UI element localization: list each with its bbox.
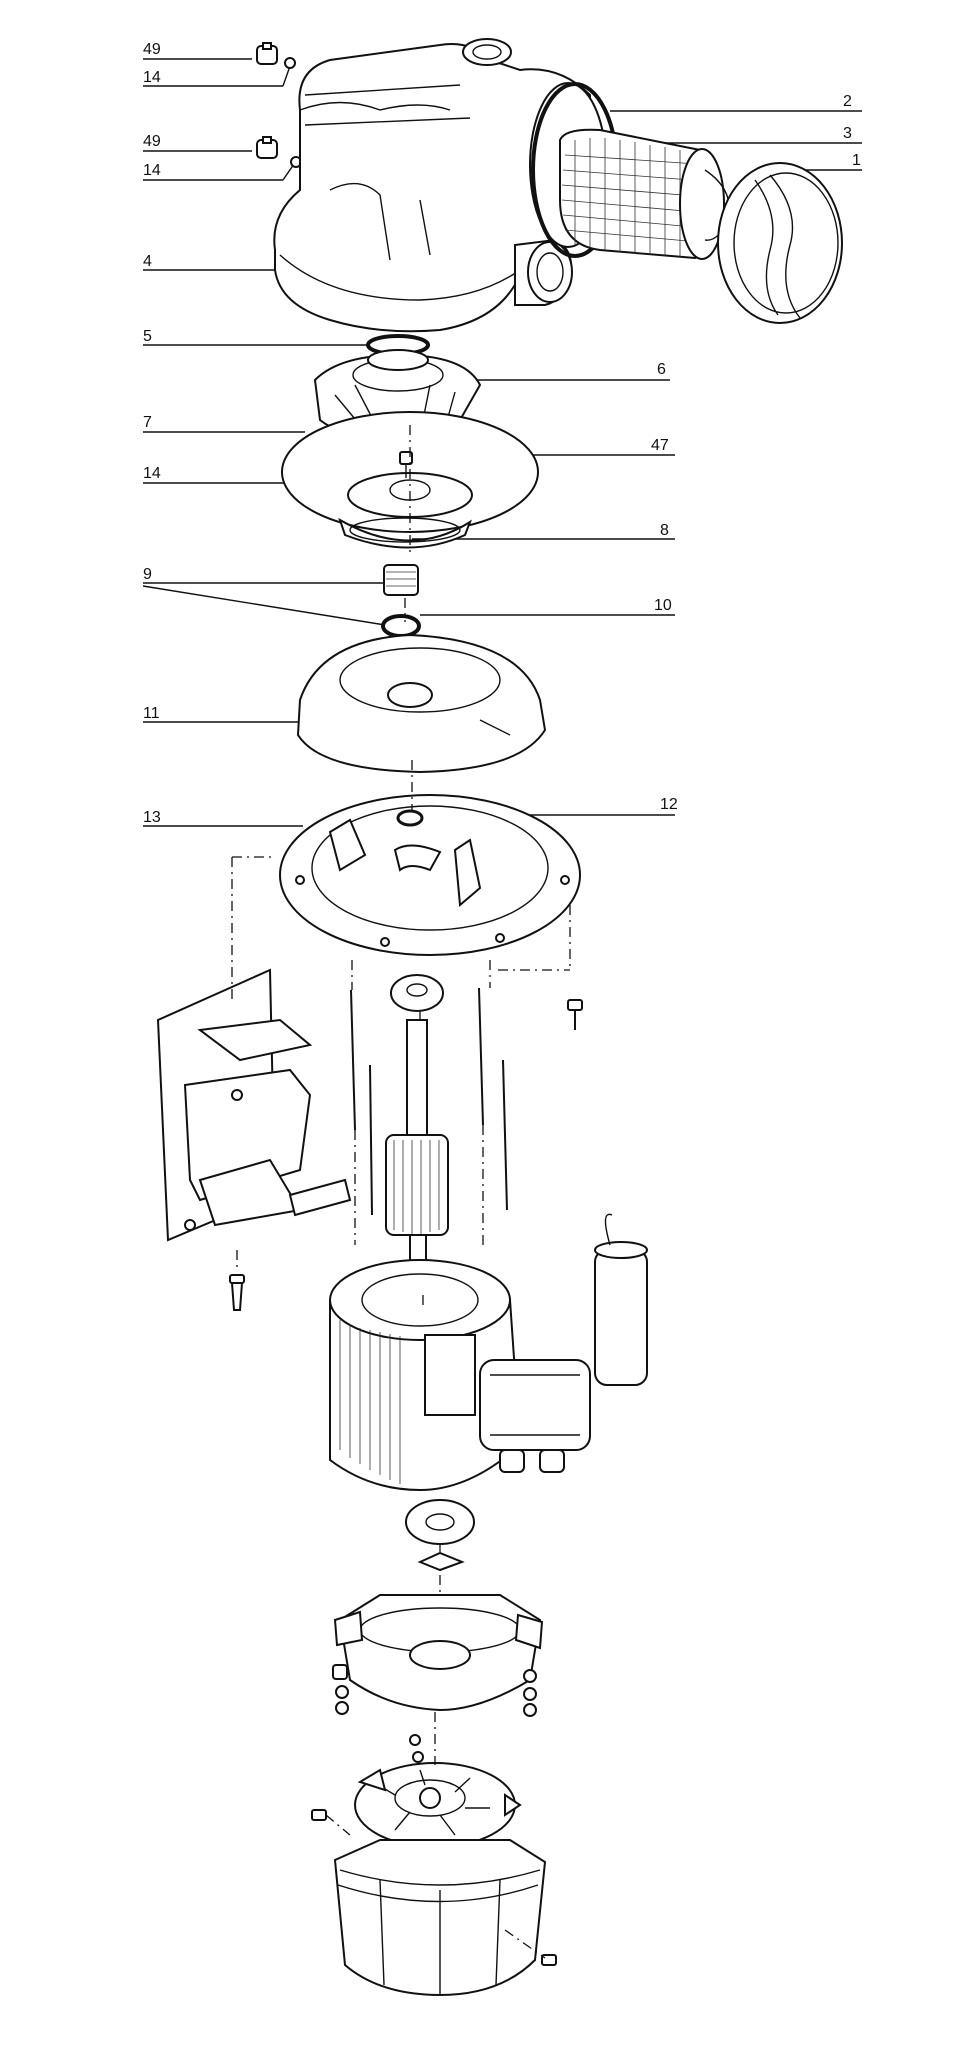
callout-13: 13 [143,809,161,826]
rear-end-shield [333,1594,544,1712]
motor-stator-housing [329,1259,591,1492]
strainer-lid-1 [717,162,843,324]
callout-14-mid: 14 [143,162,161,179]
pump-housing-4 [273,38,607,333]
seal-plate-11 [296,633,547,774]
callout-5: 5 [143,328,152,345]
strainer-basket-3 [559,128,730,260]
callout-12: 12 [660,796,678,813]
tie-rods [350,987,508,1216]
flange-screw [567,999,583,1030]
callout-11: 11 [143,705,160,722]
callout-49-mid: 49 [143,133,161,150]
drain-plug-49-top [256,42,278,65]
callout-4: 4 [143,253,152,270]
bracket-screw [229,1274,245,1311]
bearing-seal-12 [396,809,424,827]
callout-47: 47 [651,437,669,454]
callout-1: 1 [852,152,861,169]
callout-3: 3 [843,125,852,142]
callout-14-low: 14 [143,465,161,482]
cooling-fan [354,1762,522,1848]
capacitor [594,1213,648,1386]
rear-bearing [405,1499,475,1545]
assembly-center-lines [231,425,571,1765]
wave-washer [417,1551,465,1572]
impeller-hub-8 [349,517,461,543]
callout-8: 8 [660,522,669,539]
callout-6: 6 [657,361,666,378]
fan-cover [333,1839,547,1997]
mechanical-seal-9 [383,564,419,596]
rotor-shaft [385,1019,449,1296]
fan-cover-screws [311,1809,557,1966]
washer-14-top [284,57,296,69]
callout-7: 7 [143,414,152,431]
callout-49-top: 49 [143,41,161,58]
seal-seat-10 [381,614,421,638]
impeller-screw-47 [399,451,413,478]
drain-plug-49-mid [256,136,278,159]
callout-9: 9 [143,566,152,583]
base-bracket [156,968,352,1242]
callout-2: 2 [843,93,852,110]
callout-14-top: 14 [143,69,161,86]
front-bearing [390,974,444,1012]
end-shield-nuts [332,1664,537,1763]
motor-flange-13 [279,794,581,956]
callout-10: 10 [654,597,672,614]
